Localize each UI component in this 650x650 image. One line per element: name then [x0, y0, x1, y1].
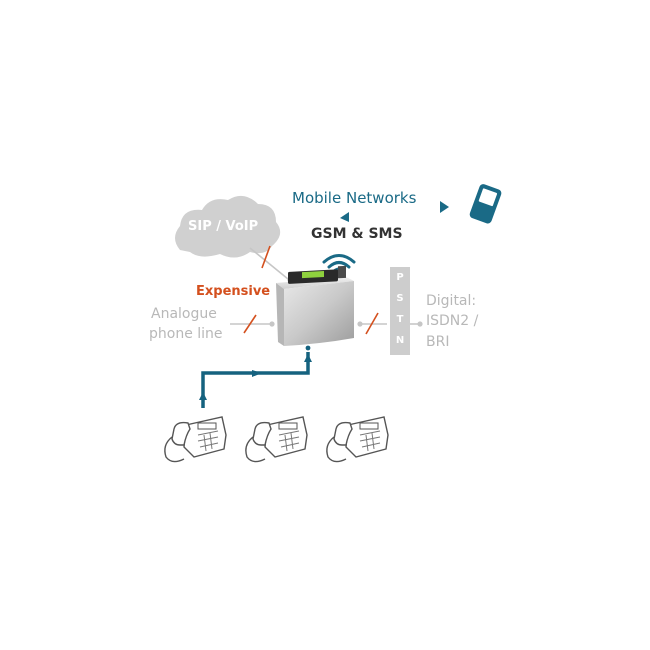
- cable-arrow-up-left: [199, 392, 207, 400]
- pstn-bar: [390, 267, 410, 355]
- desk-phone-icon: [326, 416, 389, 463]
- digital-label-line3: BRI: [426, 334, 450, 350]
- cloud-icon: [175, 195, 281, 258]
- analogue-connector: [230, 314, 275, 334]
- cable-arrow-right: [252, 370, 262, 377]
- desk-phone-icon: [245, 416, 308, 463]
- cable-arrow-up: [304, 354, 312, 362]
- device-port-dot: [305, 345, 311, 351]
- device-display: [302, 271, 324, 279]
- cloud-slash-marker: [261, 245, 271, 269]
- digital-label-line2: ISDN2 /: [426, 313, 479, 329]
- sip-voip-label: SIP / VoIP: [188, 219, 259, 234]
- pstn-letter: P: [396, 272, 404, 283]
- arrow-right-marker: [440, 201, 449, 213]
- mobile-phone-icon: [469, 184, 502, 224]
- mobile-networks-label: Mobile Networks: [292, 189, 417, 207]
- gateway-device-icon: [276, 265, 354, 346]
- pstn-letter: S: [396, 293, 404, 304]
- phone-cable: [199, 352, 312, 408]
- arrow-up-marker: [340, 212, 349, 222]
- digital-connector: [357, 312, 423, 335]
- pstn-letter: T: [396, 314, 404, 325]
- analogue-label-line1: Analogue: [151, 306, 217, 322]
- analogue-label-line2: phone line: [149, 326, 223, 342]
- gsm-sms-label: GSM & SMS: [311, 226, 403, 242]
- digital-label-line1: Digital:: [426, 293, 477, 309]
- desk-phone-icon: [164, 416, 227, 463]
- pstn-letter: N: [395, 335, 405, 346]
- expensive-label: Expensive: [196, 284, 271, 299]
- analogue-slash-marker: [243, 314, 257, 334]
- digital-slash-marker: [365, 312, 379, 335]
